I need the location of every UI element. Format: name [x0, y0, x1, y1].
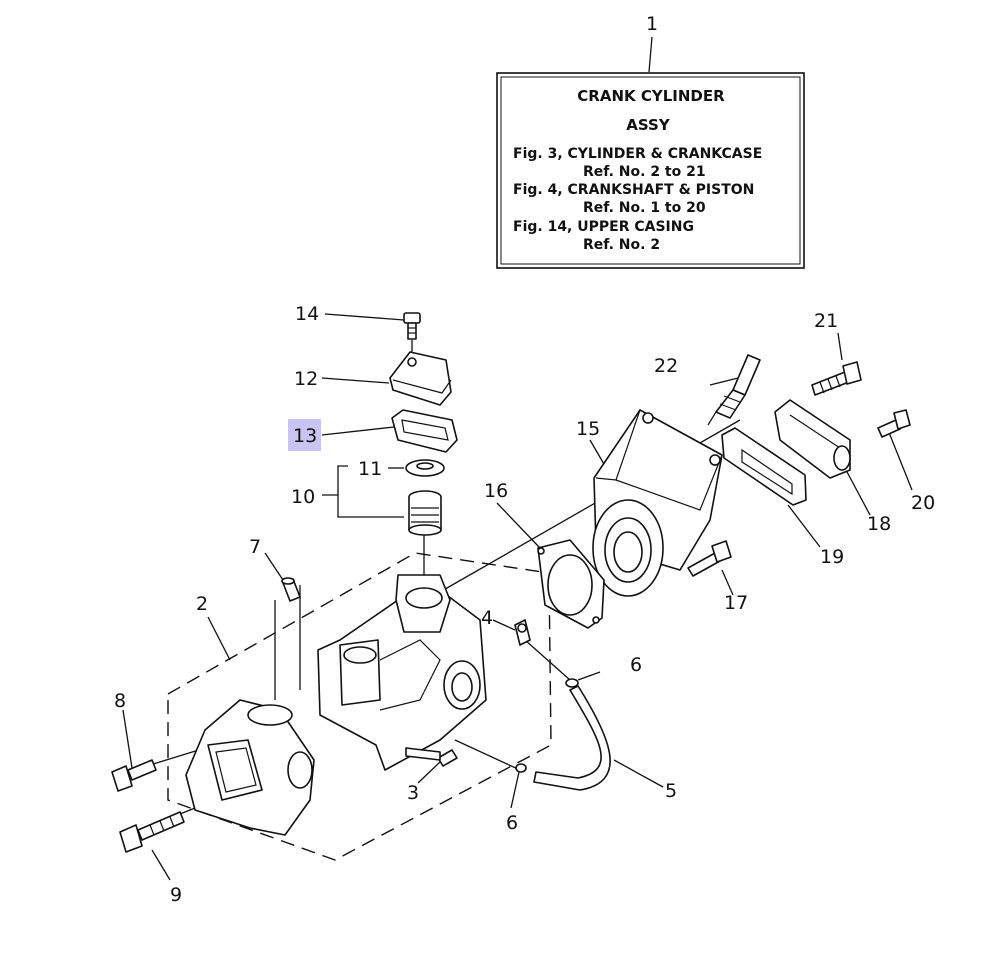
part-18-exhaust-cover [774, 399, 851, 479]
part-20-bolt [877, 409, 911, 438]
callout-8[interactable]: 8 [114, 690, 126, 712]
part-17-bolt [687, 540, 732, 577]
part-11-washer [405, 459, 445, 477]
part-2-crankcase-rear [185, 699, 315, 836]
assy-subtitle: ASSY [626, 116, 671, 134]
callout-20[interactable]: 20 [911, 492, 935, 514]
part-19-gasket [721, 427, 807, 506]
callout-11[interactable]: 11 [358, 458, 382, 480]
assy-title: CRANK CYLINDER [577, 87, 725, 105]
assy-line-3: Fig. 4, CRANKSHAFT & PISTON [513, 182, 754, 198]
assy-info-box: CRANK CYLINDER ASSY Fig. 3, CYLINDER & C… [496, 72, 805, 269]
callout-2[interactable]: 2 [196, 593, 208, 615]
callout-5[interactable]: 5 [665, 780, 677, 802]
callout-4[interactable]: 4 [481, 607, 493, 629]
callout-7[interactable]: 7 [249, 536, 261, 558]
crankcase-assy-outline [167, 552, 552, 861]
assy-line-4: Ref. No. 1 to 20 [583, 200, 706, 216]
part-9-bolt [119, 811, 185, 853]
callout-6-upper[interactable]: 6 [630, 654, 642, 676]
callout-15[interactable]: 15 [576, 418, 600, 440]
callout-1[interactable]: 1 [646, 13, 658, 35]
callout-6-lower[interactable]: 6 [506, 812, 518, 834]
callout-13-highlight [288, 419, 321, 451]
callout-13[interactable]: 13 [293, 425, 317, 447]
callout-12[interactable]: 12 [294, 368, 318, 390]
part-22-spark-plug [707, 354, 761, 426]
part-21-bolt [811, 361, 862, 396]
part-5-hose [533, 685, 611, 791]
part-2-crankcase [317, 574, 487, 771]
part-15-cylinder [592, 409, 723, 597]
assy-line-5: Fig. 14, UPPER CASING [513, 219, 694, 235]
callout-14[interactable]: 14 [295, 303, 319, 325]
part-3-bolt [405, 747, 458, 767]
part-13-gasket [391, 409, 458, 453]
callout-19[interactable]: 19 [820, 546, 844, 568]
callout-10[interactable]: 10 [291, 486, 315, 508]
part-12-cover [389, 351, 452, 406]
callout-3[interactable]: 3 [407, 782, 419, 804]
assy-line-2: Ref. No. 2 to 21 [583, 164, 706, 180]
part-6-clip-upper [565, 678, 579, 688]
callout-18[interactable]: 18 [867, 513, 891, 535]
callout-17[interactable]: 17 [724, 592, 748, 614]
part-7-dowel-pin [281, 577, 301, 602]
callout-16[interactable]: 16 [484, 480, 508, 502]
part-6-clip-lower [515, 763, 527, 773]
assy-line-1: Fig. 3, CYLINDER & CRANKCASE [513, 146, 762, 162]
part-16-gasket [537, 539, 605, 629]
callout-9[interactable]: 9 [170, 884, 182, 906]
part-10-thermostat [408, 490, 442, 536]
part-8-bolt [111, 759, 157, 792]
callout-22[interactable]: 22 [654, 355, 678, 377]
callout-labels: 1 2 3 4 5 6 6 7 8 9 10 11 12 13 14 15 16… [114, 13, 935, 906]
callout-21[interactable]: 21 [814, 310, 838, 332]
part-14-bolt [403, 312, 421, 340]
part-4-fitting [514, 619, 531, 646]
assy-line-6: Ref. No. 2 [583, 237, 660, 253]
